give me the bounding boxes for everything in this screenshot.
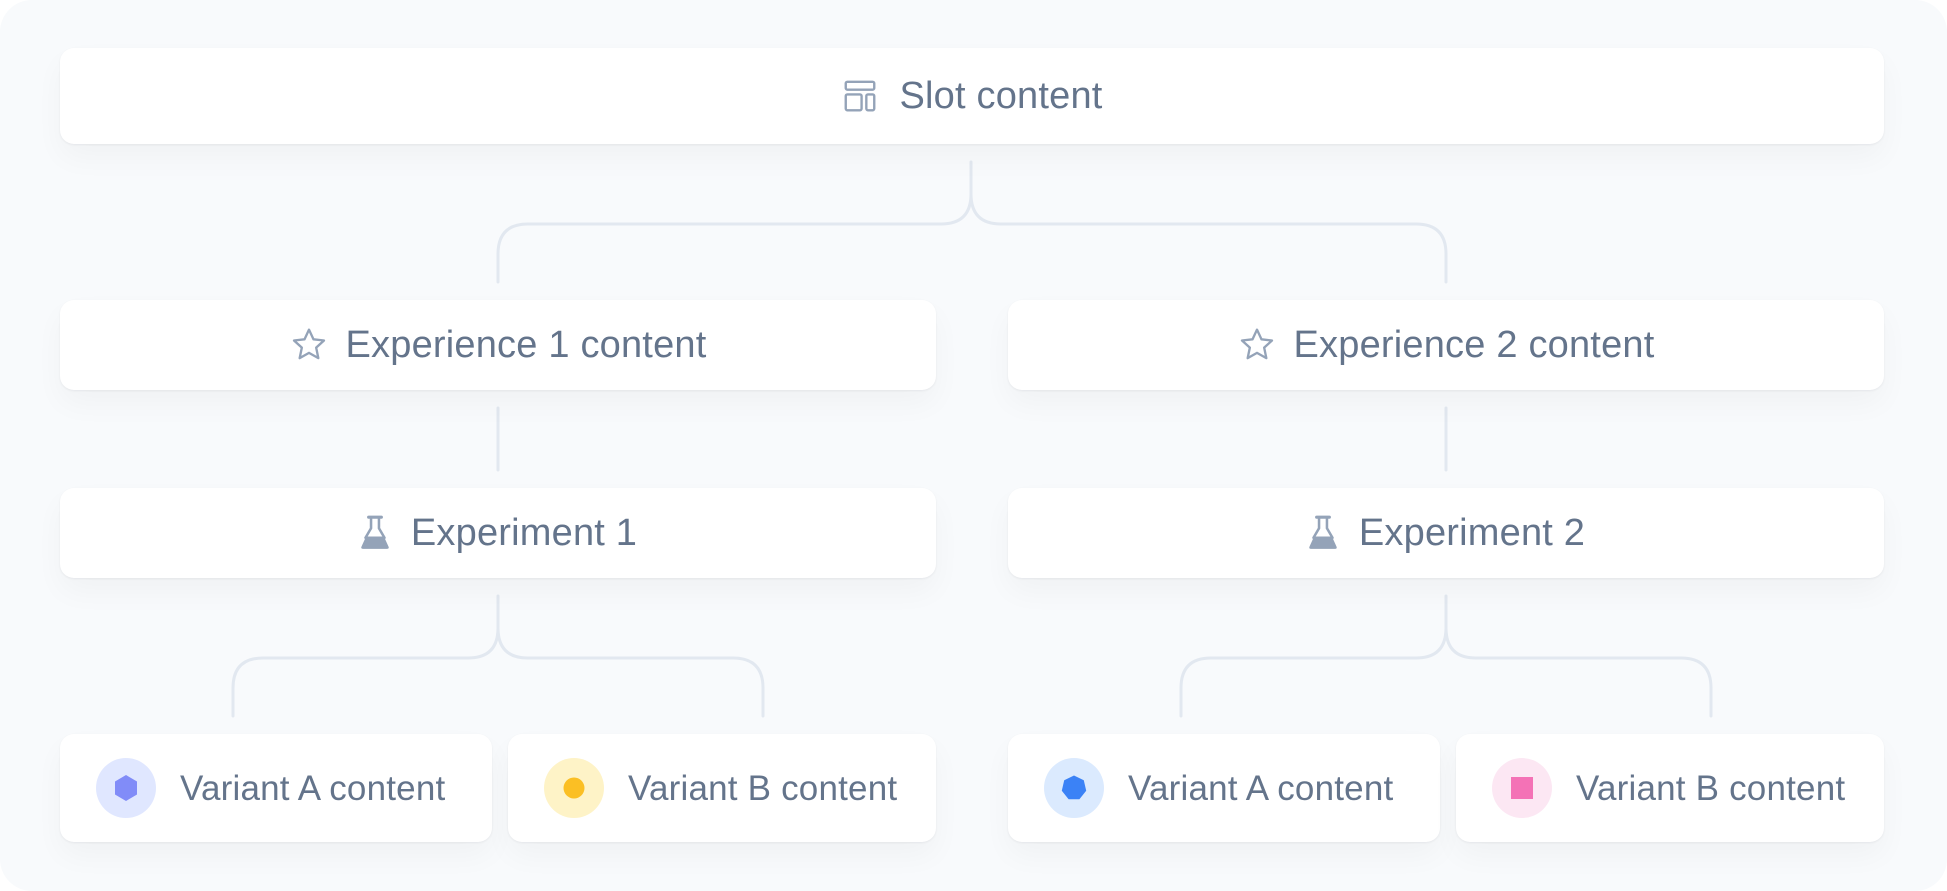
connector-slot-to-experiences <box>496 160 1448 284</box>
variant-a-badge <box>1044 758 1104 818</box>
variant-b-label: Variant B content <box>1576 768 1846 808</box>
experiment-1-node: Experiment 1 <box>60 488 936 578</box>
star-icon <box>1237 325 1277 365</box>
connector-experiment-1-to-variants <box>231 594 765 718</box>
circle-icon <box>563 777 585 799</box>
slot-content-label: Slot content <box>899 75 1103 117</box>
variant-b-badge <box>544 758 604 818</box>
experience-1-node: Experience 1 content <box>60 300 936 390</box>
experience-2-label: Experience 2 content <box>1293 324 1655 366</box>
variant-b-badge <box>1492 758 1552 818</box>
experiment-2-variant-a-node: Variant A content <box>1008 734 1440 842</box>
heptagon-icon <box>1061 775 1087 800</box>
star-icon <box>289 325 329 365</box>
variant-a-badge <box>96 758 156 818</box>
experiment-1-label: Experiment 1 <box>410 512 638 554</box>
variant-a-label: Variant A content <box>180 768 446 808</box>
variant-a-label: Variant A content <box>1128 768 1394 808</box>
square-icon <box>1511 777 1533 799</box>
flask-icon <box>1307 514 1339 552</box>
experiment-1-variant-b-node: Variant B content <box>508 734 936 842</box>
slot-content-node: Slot content <box>60 48 1884 144</box>
experiment-1-variant-a-node: Variant A content <box>60 734 492 842</box>
variant-b-label: Variant B content <box>628 768 898 808</box>
layout-icon <box>841 77 879 115</box>
experience-1-label: Experience 1 content <box>345 324 707 366</box>
hexagon-icon <box>115 775 137 801</box>
experiment-2-node: Experiment 2 <box>1008 488 1884 578</box>
experiment-2-variant-b-node: Variant B content <box>1456 734 1884 842</box>
experience-2-node: Experience 2 content <box>1008 300 1884 390</box>
flask-icon <box>359 514 391 552</box>
connector-experiment-2-to-variants <box>1179 594 1713 718</box>
experiment-2-label: Experiment 2 <box>1358 512 1586 554</box>
